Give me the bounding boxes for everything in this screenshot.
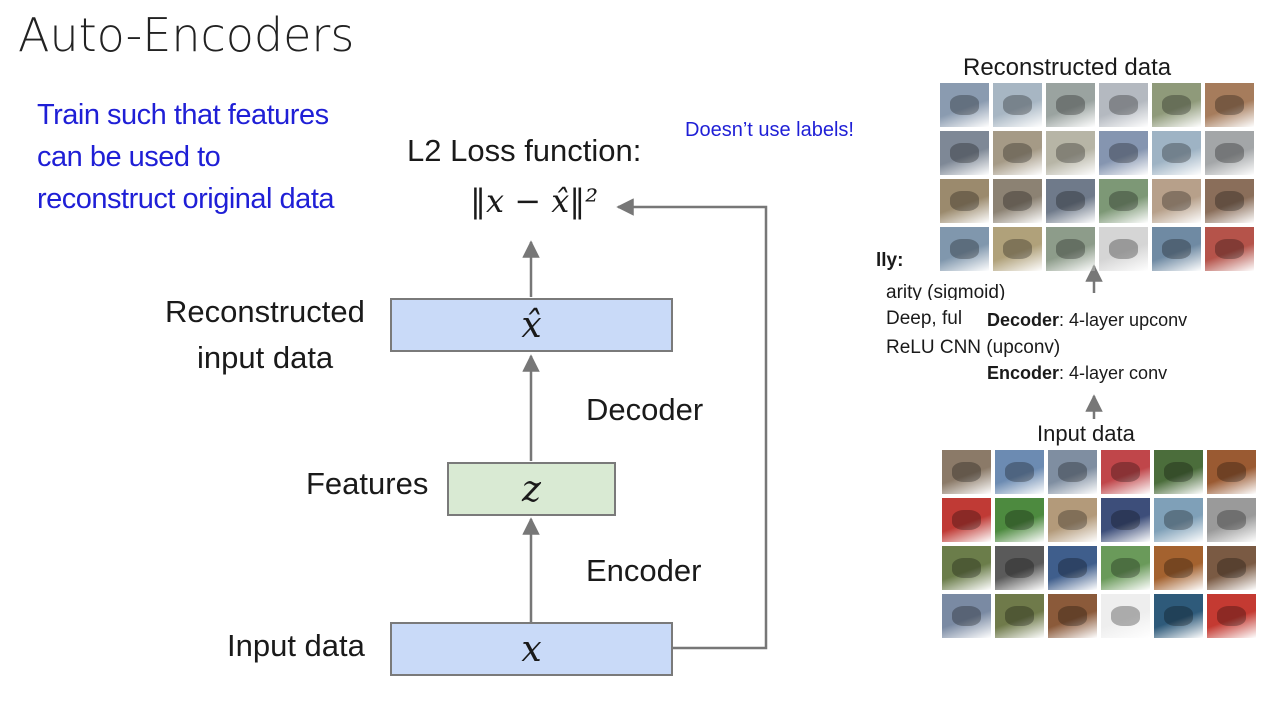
input-image-tile (1207, 450, 1256, 494)
occluded-text-3: Deep, ful (886, 308, 963, 329)
reconstructed-image-tile (1205, 131, 1254, 175)
reconstructed-image-tile (1205, 83, 1254, 127)
decoder-note: Decoder: 4-layer upconv (985, 310, 1190, 331)
input-image-tile (1101, 450, 1150, 494)
input-box: x (390, 622, 673, 676)
input-image-grid (942, 450, 1256, 638)
decoder-label: Decoder (586, 392, 704, 427)
reconstructed-image-tile (1046, 227, 1095, 271)
input-image-tile (1048, 450, 1097, 494)
input-image-tile (942, 450, 991, 494)
slide-title: Auto-Encoders (18, 8, 355, 62)
reconstructed-data-title: Reconstructed data (963, 54, 1172, 81)
train-note-line-2: can be used to (37, 141, 221, 173)
loss-title: L2 Loss function: (407, 133, 642, 168)
input-image-tile (1048, 498, 1097, 542)
input-data-title: Input data (1037, 421, 1135, 446)
train-note-line-1: Train such that features (37, 99, 329, 131)
train-note-line-3: reconstruct original data (37, 183, 335, 215)
occluded-text-1: lly: (876, 250, 904, 271)
input-image-tile (1207, 546, 1256, 590)
reconstructed-image-tile (1046, 83, 1095, 127)
reconstructed-image-tile (1152, 179, 1201, 223)
reconstructed-label-line-1: Reconstructed (165, 294, 365, 329)
input-data-label: Input data (227, 628, 365, 663)
input-image-tile (995, 594, 1044, 638)
reconstructed-image-tile (1099, 227, 1148, 271)
reconstructed-image-grid (940, 83, 1254, 271)
decoder-note-rest: : 4-layer upconv (1059, 310, 1188, 330)
reconstructed-image-tile (940, 131, 989, 175)
reconstructed-image-tile (1099, 83, 1148, 127)
input-image-tile (1154, 546, 1203, 590)
encoder-note: Encoder: 4-layer conv (985, 363, 1170, 384)
input-image-tile (1048, 546, 1097, 590)
reconstructed-image-tile (993, 179, 1042, 223)
reconstructed-image-tile (1205, 179, 1254, 223)
input-image-tile (1101, 546, 1150, 590)
input-image-tile (1048, 594, 1097, 638)
reconstructed-image-tile (993, 227, 1042, 271)
input-image-tile (942, 498, 991, 542)
occluded-text-2: arity (sigmoid) (886, 282, 1006, 300)
arrow-input-to-loss (616, 198, 768, 650)
input-image-tile (1207, 594, 1256, 638)
loss-formula: ‖x − x̂‖² (470, 182, 599, 220)
input-image-tile (1154, 594, 1203, 638)
reconstructed-image-tile (940, 179, 989, 223)
input-image-tile (1101, 498, 1150, 542)
encoder-note-bold: Encoder (987, 363, 1060, 383)
reconstructed-image-tile (1152, 83, 1201, 127)
reconstructed-image-tile (1099, 179, 1148, 223)
input-image-tile (942, 594, 991, 638)
reconstructed-box: x̂ (390, 298, 673, 352)
labels-note: Doesn’t use labels! (685, 119, 854, 141)
input-image-tile (1154, 498, 1203, 542)
reconstructed-label-line-2: input data (197, 340, 334, 375)
reconstructed-image-tile (1046, 131, 1095, 175)
reconstructed-image-tile (1152, 131, 1201, 175)
input-image-tile (995, 450, 1044, 494)
reconstructed-image-tile (1099, 131, 1148, 175)
features-label: Features (306, 466, 429, 501)
encoder-note-rest: : 4-layer conv (1059, 363, 1168, 383)
reconstructed-image-tile (1205, 227, 1254, 271)
encoder-label: Encoder (586, 553, 702, 588)
input-image-tile (1207, 498, 1256, 542)
reconstructed-image-tile (940, 227, 989, 271)
input-image-tile (1154, 450, 1203, 494)
reconstructed-image-tile (993, 131, 1042, 175)
occluded-text-4: ReLU CNN (upconv) (886, 337, 1061, 358)
input-image-tile (942, 546, 991, 590)
reconstructed-image-tile (993, 83, 1042, 127)
features-box: z (447, 462, 616, 516)
input-image-tile (1101, 594, 1150, 638)
reconstructed-image-tile (1152, 227, 1201, 271)
reconstructed-image-tile (940, 83, 989, 127)
reconstructed-image-tile (1046, 179, 1095, 223)
input-image-tile (995, 546, 1044, 590)
decoder-note-bold: Decoder (987, 310, 1060, 330)
input-image-tile (995, 498, 1044, 542)
